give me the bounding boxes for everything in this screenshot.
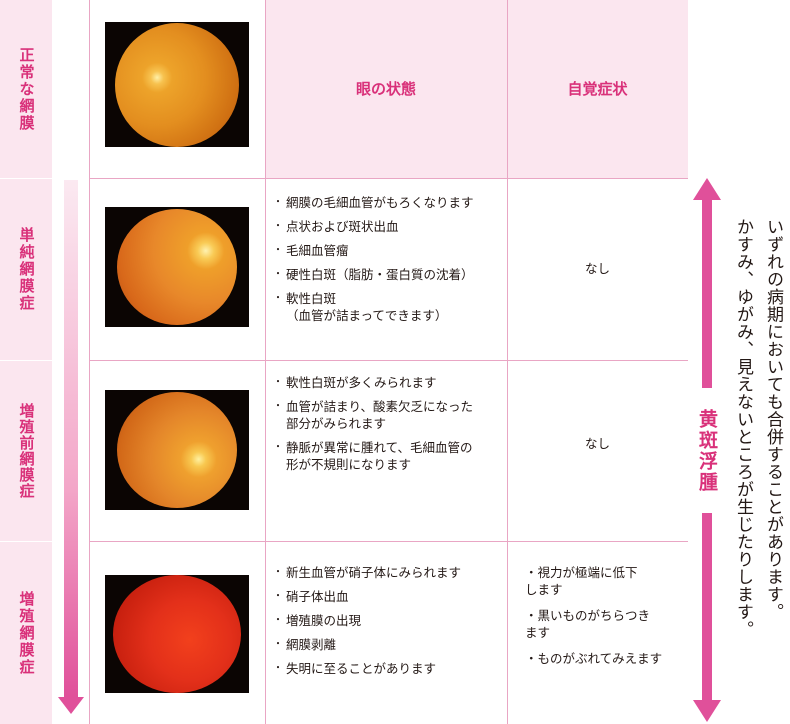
stage-divider [0, 360, 52, 361]
table-border [89, 0, 90, 724]
list-item: 毛細血管瘤 [273, 242, 507, 259]
edema-label-text: 黄斑浮腫 [696, 408, 718, 493]
list-item: 硝子体出血 [273, 588, 507, 605]
stage-text: 単純網膜症 [17, 227, 36, 312]
list-item: 軟性白斑が多くみられます [273, 374, 507, 391]
stage-label-proliferative: 増殖網膜症 [0, 542, 52, 724]
edema-label: 黄斑浮腫 [694, 388, 720, 513]
fundus-photo-proliferative [105, 575, 249, 693]
fundus-photo-simple [105, 207, 249, 327]
stage-label-simple: 単純網膜症 [0, 179, 52, 360]
symptom-simple: なし [584, 261, 610, 276]
list-item: 網膜の毛細血管がもろくなります [273, 194, 507, 211]
eye-state-list-proliferative: 新生血管が硝子体にみられます 硝子体出血 増殖膜の出現 網膜剥離 失明に至ること… [273, 564, 507, 684]
stage-text: 増殖網膜症 [17, 590, 36, 676]
list-item: 硬性白斑（脂肪・蛋白質の沈着） [273, 266, 507, 283]
header-symptoms: 自覚症状 [567, 80, 628, 98]
progression-arrow-head [58, 697, 84, 714]
list-item: 新生血管が硝子体にみられます [273, 564, 507, 581]
eye-state-list-simple: 網膜の毛細血管がもろくなります 点状および斑状出血 毛細血管瘤 硬性白斑（脂肪・… [273, 194, 507, 331]
symptom-list-proliferative: ・視力が極端に低下します ・黒いものがちらつきます ・ものがぶれてみえます [521, 564, 681, 676]
list-item: 点状および斑状出血 [273, 218, 507, 235]
stage-label-normal: 正常な網膜 [0, 0, 52, 178]
header-eye-state: 眼の状態 [355, 80, 416, 98]
stage-divider [0, 178, 52, 179]
symptom-preproliferative: なし [584, 436, 610, 451]
header-background [265, 0, 688, 178]
stage-divider [0, 541, 52, 542]
stage-label-preproliferative: 増殖前網膜症 [0, 361, 52, 541]
list-item: ・黒いものがちらつきます [525, 608, 651, 640]
table-border [507, 0, 508, 724]
table-border [89, 178, 688, 179]
table-border [265, 0, 266, 724]
edema-note-line: かすみ、ゆがみ、見えないところが生じたりします。 [733, 218, 753, 638]
list-item: 失明に至ることがあります [273, 660, 507, 677]
list-item: 軟性白斑（血管が詰まってできます） [273, 290, 507, 324]
progression-arrow-shaft [64, 180, 78, 697]
list-item: 網膜剥離 [273, 636, 507, 653]
list-item: 増殖膜の出現 [273, 612, 507, 629]
table-border [89, 541, 688, 542]
stage-column: 正常な網膜 単純網膜症 増殖前網膜症 増殖網膜症 [0, 0, 52, 724]
fundus-photo-preproliferative [105, 390, 249, 510]
edema-arrow-down [693, 700, 721, 722]
edema-note: いずれの病期においても合併することがあります。 かすみ、ゆがみ、見えないところが… [724, 218, 788, 718]
stage-text: 正常な網膜 [17, 46, 36, 132]
fundus-photo-normal [105, 22, 249, 147]
list-item: ・ものがぶれてみえます [525, 651, 663, 666]
edema-note-line: いずれの病期においても合併することがあります。 [763, 218, 783, 621]
table-border [89, 360, 688, 361]
edema-arrow-up [693, 178, 721, 200]
list-item: ・視力が極端に低下します [525, 565, 638, 597]
stage-text: 増殖前網膜症 [17, 403, 36, 499]
retinopathy-table: 眼の状態 自覚症状 網膜の毛細血管がもろくなります 点状および斑状出血 毛細血管… [89, 0, 688, 724]
